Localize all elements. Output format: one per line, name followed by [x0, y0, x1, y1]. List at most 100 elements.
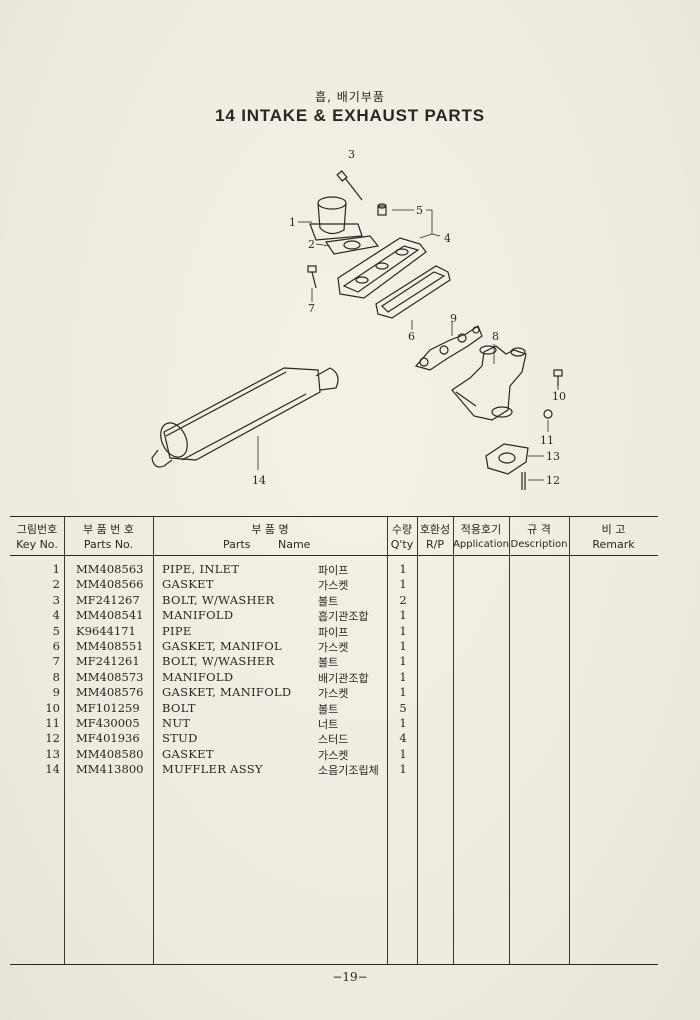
parts-diagram: 1 2 3 4 5 6 7 8 9 10 11 12 13 14	[151, 148, 566, 490]
cell-qty: 1	[399, 685, 407, 700]
cell-name: GASKET	[162, 746, 214, 761]
cell-qty: 1	[399, 608, 407, 623]
cell-key: 4	[52, 608, 60, 623]
callout-9: 9	[450, 312, 457, 325]
cell-name-kr: 가스켓	[318, 579, 349, 593]
nut-11	[543, 409, 553, 419]
header-remark-kr: 비 고	[601, 523, 626, 536]
gasket-2	[324, 235, 380, 255]
callout-7: 7	[308, 302, 315, 315]
cell-key: 1	[52, 562, 60, 576]
exhaust-manifold-8	[451, 345, 527, 421]
callout-6: 6	[408, 330, 415, 343]
column-divider	[64, 516, 65, 964]
cell-key: 14	[45, 762, 60, 777]
stud-12	[521, 472, 526, 490]
cell-name: PIPE	[162, 623, 192, 638]
cell-part: MF241267	[76, 592, 140, 607]
cell-key: 6	[52, 639, 60, 653]
cell-name-kr: 스터드	[318, 733, 349, 747]
cell-name-kr: 파이프	[318, 625, 349, 639]
cell-name: GASKET, MANIFOL	[162, 639, 282, 653]
page-title: 14 INTAKE & EXHAUST PARTS	[215, 106, 485, 125]
cell-qty: 1	[399, 654, 407, 669]
column-divider	[569, 516, 570, 964]
page-number: −19−	[332, 970, 368, 984]
table-top-rule	[10, 516, 658, 517]
bolt-7	[307, 265, 317, 289]
header-part-en: Parts No.	[83, 538, 134, 551]
cell-name-kr: 소음기조립체	[318, 764, 379, 778]
cell-name: MUFFLER ASSY	[162, 762, 263, 777]
header-desc-kr: 규 격	[527, 523, 551, 536]
cell-name-kr: 흡기관조합	[318, 610, 369, 624]
cell-key: 5	[52, 623, 60, 638]
cell-name: GASKET	[162, 577, 214, 592]
column-divider	[509, 516, 510, 964]
cell-key: 9	[52, 685, 60, 700]
header-name-kr: 부 품 명	[251, 523, 289, 536]
cell-name: PIPE, INLET	[162, 562, 240, 576]
column-divider	[417, 516, 418, 964]
cell-qty: 1	[399, 746, 407, 761]
cell-qty: 1	[399, 669, 407, 684]
gasket-13	[485, 443, 529, 475]
cell-name-kr: 볼트	[318, 656, 339, 670]
header-rp-en: R/P	[426, 538, 444, 551]
page-title-korean: 흡, 배기부품	[315, 90, 385, 104]
callout-5: 5	[416, 204, 423, 217]
cell-part: MM413800	[76, 762, 144, 777]
cell-name-kr: 볼트	[318, 594, 339, 608]
cell-name: MANIFOLD	[162, 608, 234, 623]
header-key-en: Key No.	[16, 538, 58, 551]
cell-key: 8	[52, 669, 60, 684]
cell-part: MM408541	[76, 608, 144, 623]
cell-qty: 4	[399, 731, 407, 746]
header-name-en-2: Name	[278, 538, 311, 551]
cell-key: 12	[45, 731, 60, 746]
bolt-3	[336, 170, 363, 201]
cell-qty: 1	[399, 762, 407, 777]
cell-name-kr: 배기관조합	[318, 671, 369, 685]
cell-name: BOLT	[162, 700, 196, 715]
inlet-pipe-1	[309, 196, 363, 241]
cell-part: MM408566	[76, 577, 144, 592]
bolt-10	[553, 369, 563, 386]
cell-name: MANIFOLD	[162, 669, 234, 684]
cell-part: MF430005	[76, 716, 140, 730]
column-divider	[387, 516, 388, 964]
cell-part: MM408576	[76, 685, 144, 700]
cell-key: 7	[52, 654, 60, 669]
cell-key: 11	[45, 716, 60, 730]
header-part-kr: 부 품 번 호	[83, 523, 134, 536]
callout-2: 2	[308, 238, 315, 251]
cell-part: MM408580	[76, 746, 144, 761]
cell-qty: 1	[399, 716, 407, 730]
cell-name-kr: 볼트	[318, 702, 339, 716]
cell-key: 3	[52, 592, 60, 607]
cell-name: BOLT, W/WASHER	[162, 592, 275, 607]
cell-name-kr: 가스켓	[318, 687, 349, 701]
column-divider	[153, 516, 154, 964]
cell-name: BOLT, W/WASHER	[162, 654, 275, 669]
header-name-en-1: Parts	[223, 538, 251, 551]
cell-qty: 5	[399, 700, 407, 715]
cell-qty: 1	[399, 623, 407, 638]
callout-1: 1	[289, 216, 296, 229]
cell-name-kr: 파이프	[318, 564, 349, 577]
callout-10: 10	[552, 390, 566, 403]
header-app-en: Application	[453, 539, 509, 550]
column-divider	[453, 516, 454, 964]
intake-manifold-4	[337, 237, 427, 299]
